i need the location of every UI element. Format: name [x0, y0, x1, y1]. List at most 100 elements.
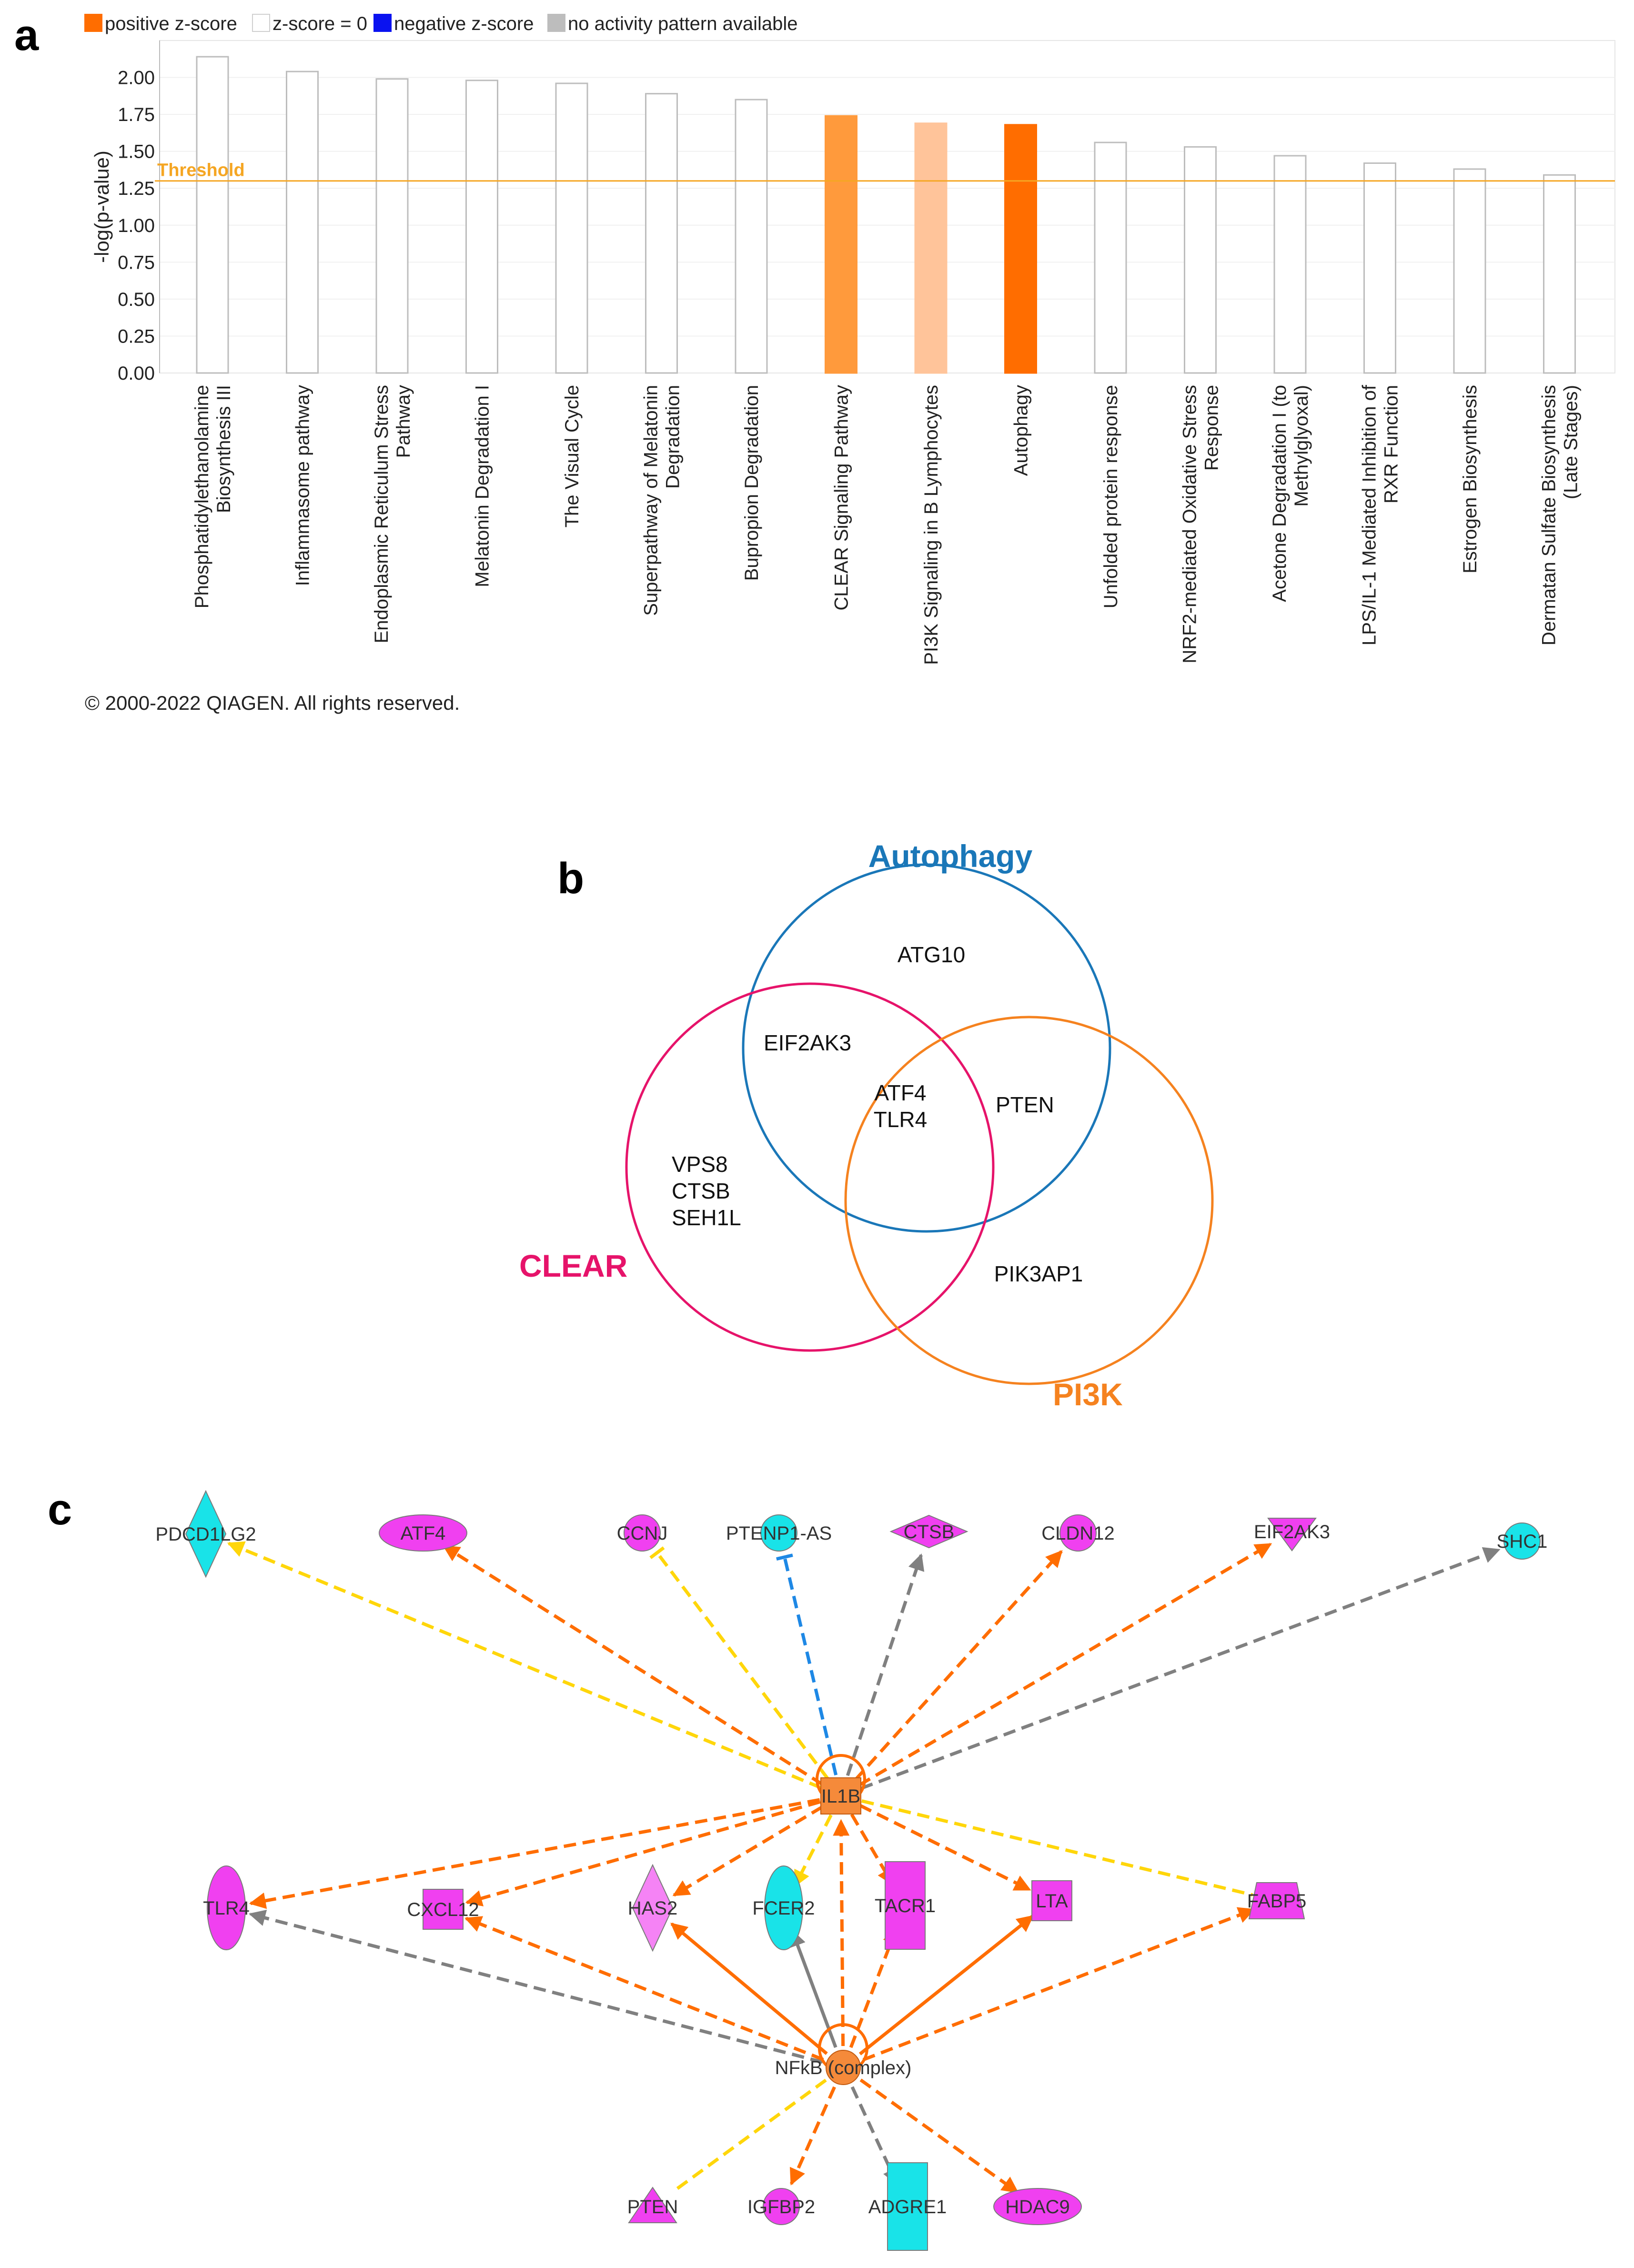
node-ctsb[interactable]: CTSB: [889, 1514, 968, 1549]
edge-il1b-to-cldn12: [854, 1550, 1063, 1781]
node-label: CTSB: [904, 1522, 955, 1542]
network-diagram: PDCD1LG2 ATF4 CCNJ PTENP1-AS CTSB CLDN12 EIF2A…: [155, 1490, 1548, 2251]
x-tick-label: Autophagy: [1011, 385, 1032, 476]
node-label: EIF2AK3: [1254, 1522, 1330, 1542]
x-tick-label: Phosphatidylethanolamine: [192, 385, 212, 608]
node-label: IGFBP2: [747, 2197, 815, 2218]
node-label: SHC1: [1497, 1531, 1548, 1552]
node-shape-tlr4: [207, 1865, 246, 1950]
node-shape-fcer2: [764, 1865, 803, 1950]
y-tick-label: 0.25: [118, 326, 155, 347]
node-cxcl12[interactable]: CXCL12: [407, 1889, 479, 1930]
edge-nfkb-to-lta: [858, 1915, 1034, 2056]
node-tlr4[interactable]: TLR4: [203, 1865, 250, 1950]
node-label: FABP5: [1247, 1891, 1307, 1912]
node-fcer2[interactable]: FCER2: [752, 1865, 815, 1950]
x-tick-label: Endoplasmic Reticulum Stress: [371, 385, 392, 643]
x-tick-label: Inflammasome pathway: [293, 385, 313, 586]
hub-nfkb-complex[interactable]: NFkB (complex): [775, 2050, 912, 2085]
edge-il1b-to-eif2ak3: [858, 1542, 1272, 1787]
panel-label-c: c: [48, 1485, 72, 1534]
bar-acetone-degradation-i-to-methylglyoxal: [1273, 155, 1307, 374]
edge-nfkb-to-il1b: [833, 1819, 850, 2046]
panel-label-b: b: [557, 854, 584, 903]
hub-shape-il1b: [820, 1777, 861, 1814]
venn-gene-vps8: VPS8: [672, 1152, 728, 1177]
edge-il1b-to-fcer2: [793, 1814, 833, 1887]
node-ccnj[interactable]: CCNJ: [617, 1514, 668, 1552]
x-tick-label: PI3K Signaling in B Lymphocytes: [921, 385, 942, 665]
node-shc1[interactable]: SHC1: [1497, 1522, 1548, 1560]
node-shape-ptenp1-as: [760, 1514, 797, 1552]
node-tacr1[interactable]: TACR1: [875, 1861, 936, 1950]
bar-autophagy: [1004, 124, 1037, 374]
venn-diagram: AutophagyCLEARPI3KATG10EIF2AK3PTENATF4TL…: [519, 838, 1214, 1412]
edge-il1b-to-shc1: [860, 1547, 1501, 1790]
edge-il1b-to-cxcl12: [465, 1800, 821, 1906]
node-pdcd1lg2[interactable]: PDCD1LG2: [155, 1490, 256, 1578]
hub-il1b[interactable]: IL1B: [820, 1777, 861, 1814]
node-hdac9[interactable]: HDAC9: [993, 2188, 1082, 2225]
node-pten[interactable]: PTEN: [627, 2187, 678, 2223]
threshold-label: Threshold: [157, 161, 245, 181]
panel-label-a: a: [14, 11, 39, 60]
y-tick-label: 0.50: [118, 289, 155, 310]
edge-il1b-to-fabp5: [861, 1799, 1253, 1897]
x-tick-label: Bupropion Degradation: [741, 385, 762, 581]
node-lta[interactable]: LTA: [1031, 1880, 1072, 1921]
node-cldn12[interactable]: CLDN12: [1041, 1514, 1115, 1552]
x-tick-label: Biosynthesis III: [213, 385, 234, 513]
network-nodes: PDCD1LG2 ATF4 CCNJ PTENP1-AS CTSB CLDN12 EIF2A…: [155, 1490, 1548, 2251]
x-tick-label: Unfolded protein response: [1100, 385, 1121, 608]
edge-nfkb-to-hdac9: [859, 2078, 1019, 2194]
node-ptenp1-as[interactable]: PTENP1-AS: [726, 1514, 832, 1552]
x-tick-label: Degradation: [663, 385, 684, 489]
network-edges: [227, 1541, 1501, 2194]
edge-nfkb-to-has2: [670, 1922, 828, 2055]
node-shape-atf4: [379, 1514, 467, 1552]
node-eif2ak3[interactable]: EIF2AK3: [1254, 1518, 1330, 1552]
y-tick-label: 1.50: [118, 141, 155, 162]
edge-il1b-to-lta: [859, 1804, 1031, 1892]
node-shape-hdac9: [993, 2188, 1082, 2225]
node-atf4[interactable]: ATF4: [379, 1514, 467, 1552]
x-tick-label: CLEAR Signaling Pathway: [831, 385, 852, 611]
edge-il1b-to-atf4: [443, 1544, 824, 1786]
node-igfbp2[interactable]: IGFBP2: [747, 2188, 815, 2225]
node-shape-cldn12: [1059, 1514, 1097, 1552]
bar-superpathway-of-melatonin-degradation: [645, 93, 678, 374]
x-tick-label: Superpathway of Melatonin: [641, 385, 662, 616]
venn-gene-atg10: ATG10: [898, 942, 965, 967]
node-shape-pten: [628, 2187, 677, 2223]
bar-estrogen-biosynthesis: [1453, 168, 1486, 374]
legend-label-z-score-0: z-score = 0: [272, 13, 367, 34]
node-fabp5[interactable]: FABP5: [1247, 1882, 1307, 1919]
legend-swatch-negative-z-score: [373, 14, 392, 32]
node-shape-fabp5: [1248, 1882, 1305, 1919]
node-shape-ctsb: [889, 1514, 968, 1549]
edge-il1b-to-ctsb: [846, 1553, 925, 1776]
node-adgre1[interactable]: ADGRE1: [868, 2162, 947, 2251]
edge-nfkb-to-tlr4: [248, 1909, 823, 2064]
y-tick-label: 0.00: [118, 363, 155, 384]
hub-label: NFkB (complex): [775, 2057, 912, 2078]
node-label: LTA: [1036, 1891, 1068, 1912]
y-axis-label: -log(p-value): [91, 151, 113, 263]
legend-label-negative-z-score: negative z-score: [394, 13, 534, 34]
node-label: CXCL12: [407, 1899, 479, 1920]
venn-gene-eif2ak3: EIF2AK3: [764, 1030, 851, 1055]
bar-nrf2-mediated-oxidative-stress-response: [1184, 146, 1217, 374]
edge-il1b-to-ccnj: [649, 1546, 829, 1780]
node-label: ADGRE1: [868, 2197, 947, 2218]
x-tick-label: Pathway: [393, 385, 414, 458]
node-shape-cxcl12: [423, 1889, 464, 1930]
venn-label-clear: CLEAR: [519, 1248, 627, 1283]
edge-nfkb-to-pten: [671, 2078, 827, 2194]
venn-gene-pik3ap1: PIK3AP1: [994, 1261, 1083, 1286]
node-label: CCNJ: [617, 1523, 668, 1544]
bar-pi3k-signaling-in-b-lymphocytes: [914, 122, 948, 374]
bar-melatonin-degradation-i: [465, 80, 498, 374]
node-label: FCER2: [752, 1898, 815, 1919]
node-has2[interactable]: HAS2: [628, 1864, 678, 1952]
